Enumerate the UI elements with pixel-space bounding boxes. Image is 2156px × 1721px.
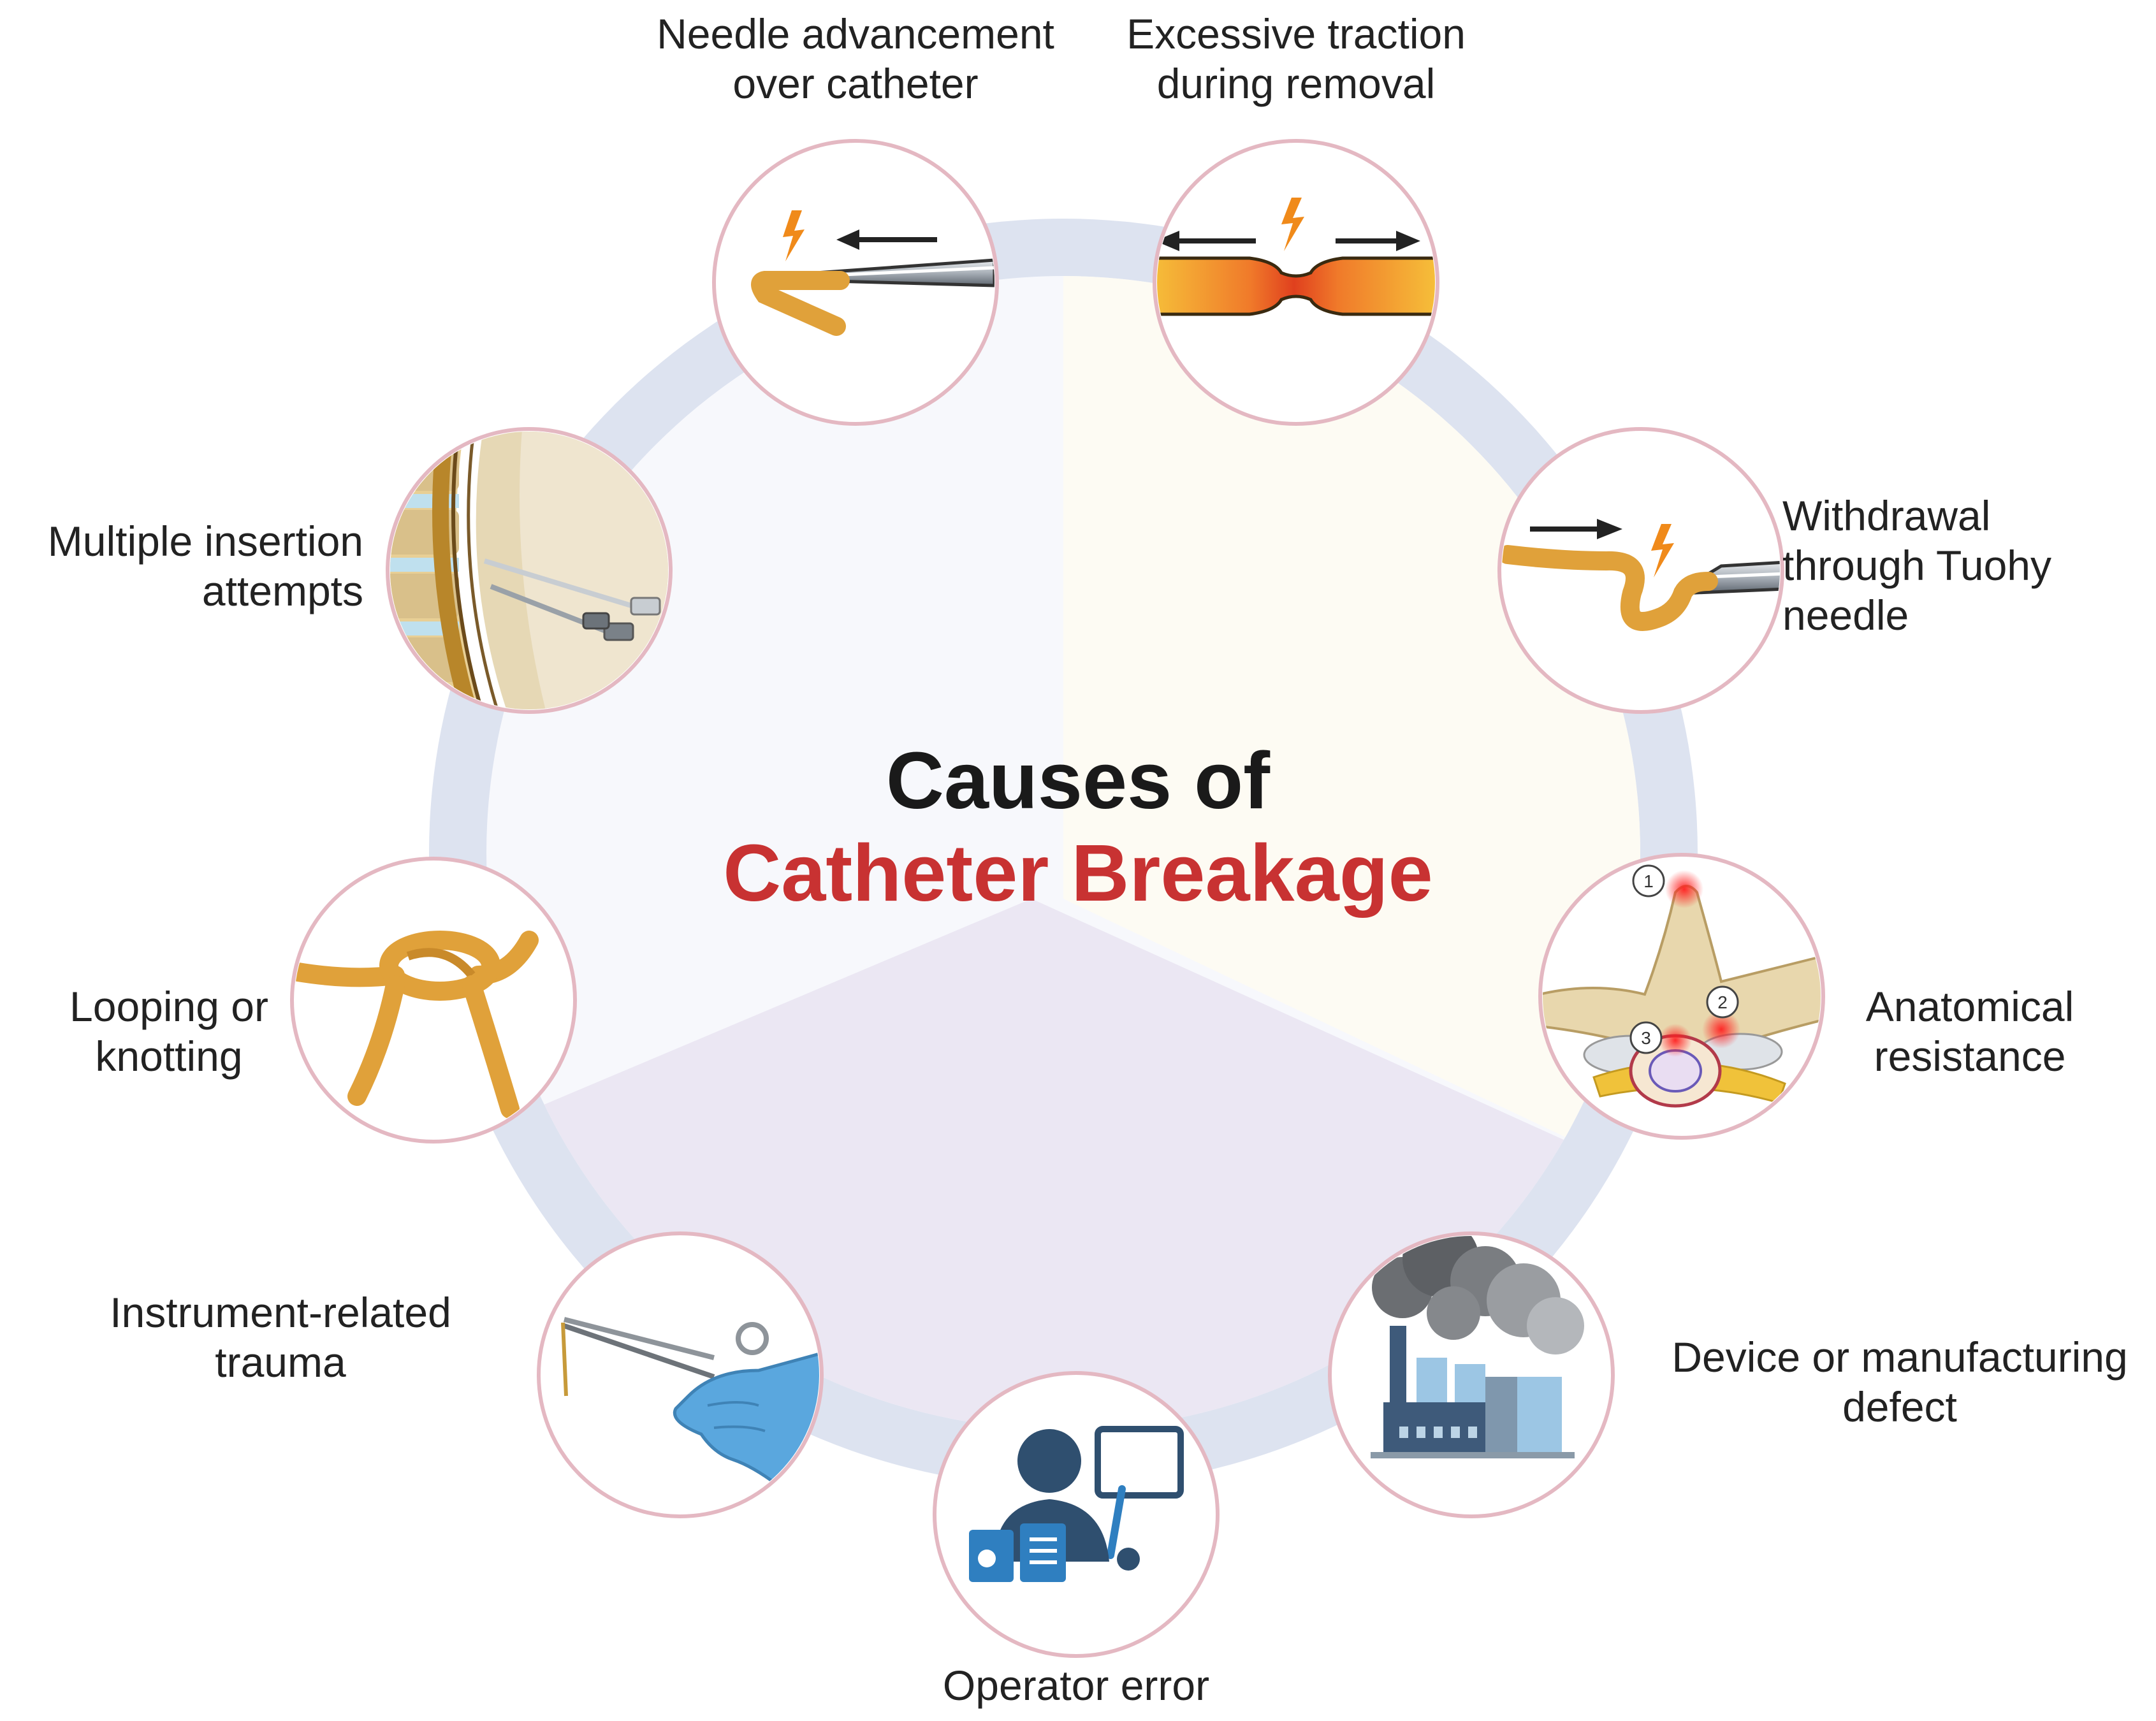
- label-instrument-trauma-line-2: trauma: [215, 1339, 346, 1386]
- label-looping-knotting: Looping or knotting: [25, 982, 312, 1081]
- label-withdrawal-tuohy: Withdrawal through Tuohy needle: [1782, 491, 2139, 640]
- circle-instrument-trauma: [537, 1231, 824, 1518]
- circle-needle-advancement: [712, 139, 999, 426]
- label-device-defect-line-1: Device or manufacturing: [1672, 1333, 2128, 1381]
- label-multiple-insertion-line-1: Multiple insertion: [47, 518, 363, 565]
- needle-advancement-icon: [751, 210, 994, 336]
- marker-2-text: 2: [1717, 992, 1728, 1012]
- circle-looping-knotting: [290, 857, 577, 1144]
- label-instrument-trauma-line-1: Instrument-related: [110, 1289, 451, 1336]
- circle-withdrawal-tuohy: [1497, 427, 1784, 714]
- label-multiple-insertion: Multiple insertion attempts: [6, 516, 363, 616]
- label-needle-advancement: Needle advancement over catheter: [601, 9, 1111, 108]
- circle-multiple-insertion: [386, 427, 673, 714]
- title-line-1: Causes of: [885, 736, 1271, 825]
- marker-1: [1632, 864, 1665, 897]
- marker-3: [1629, 1021, 1663, 1054]
- circle-excessive-traction: [1153, 139, 1439, 426]
- marker-2: [1706, 985, 1739, 1019]
- label-needle-advancement-line-2: over catheter: [732, 60, 979, 107]
- label-device-defect: Device or manufacturing defect: [1651, 1332, 2148, 1432]
- forceps-icon: [561, 1317, 819, 1487]
- marker-3-text: 3: [1641, 1028, 1651, 1048]
- tuohy-withdrawal-icon: [1502, 519, 1780, 631]
- stretched-catheter-icon: [1157, 198, 1435, 316]
- label-excessive-traction: Excessive traction during removal: [1041, 9, 1551, 108]
- title-line-2: Catheter Breakage: [723, 828, 1433, 918]
- label-withdrawal-tuohy-line-2: through Tuohy: [1782, 542, 2051, 589]
- label-multiple-insertion-line-2: attempts: [201, 567, 363, 614]
- label-anatomical-resistance-line-1: Anatomical: [1865, 983, 2074, 1030]
- label-device-defect-line-2: defect: [1842, 1383, 1957, 1430]
- label-looping-knotting-line-2: knotting: [95, 1033, 243, 1080]
- label-looping-knotting-line-1: Looping or: [69, 983, 268, 1030]
- vertebra-icon: 1 2 3: [1543, 864, 1821, 1108]
- label-operator-error: Operator error: [821, 1660, 1331, 1710]
- label-withdrawal-tuohy-line-3: needle: [1782, 592, 1909, 639]
- circle-operator-error: [933, 1371, 1220, 1658]
- operator-icon: [969, 1426, 1184, 1582]
- circle-anatomical-resistance: 1 2 3: [1538, 853, 1825, 1140]
- label-operator-error-line-1: Operator error: [942, 1662, 1210, 1709]
- label-excessive-traction-line-2: during removal: [1156, 60, 1436, 107]
- label-instrument-trauma: Instrument-related trauma: [38, 1288, 523, 1387]
- factory-icon: [1371, 1236, 1584, 1458]
- marker-1-text: 1: [1643, 871, 1654, 891]
- circle-device-defect: [1328, 1231, 1615, 1518]
- label-excessive-traction-line-1: Excessive traction: [1126, 10, 1466, 57]
- label-anatomical-resistance-line-2: resistance: [1874, 1033, 2066, 1080]
- label-anatomical-resistance: Anatomical resistance: [1836, 982, 2104, 1081]
- label-withdrawal-tuohy-line-1: Withdrawal: [1782, 492, 1991, 539]
- label-needle-advancement-line-1: Needle advancement: [657, 10, 1054, 57]
